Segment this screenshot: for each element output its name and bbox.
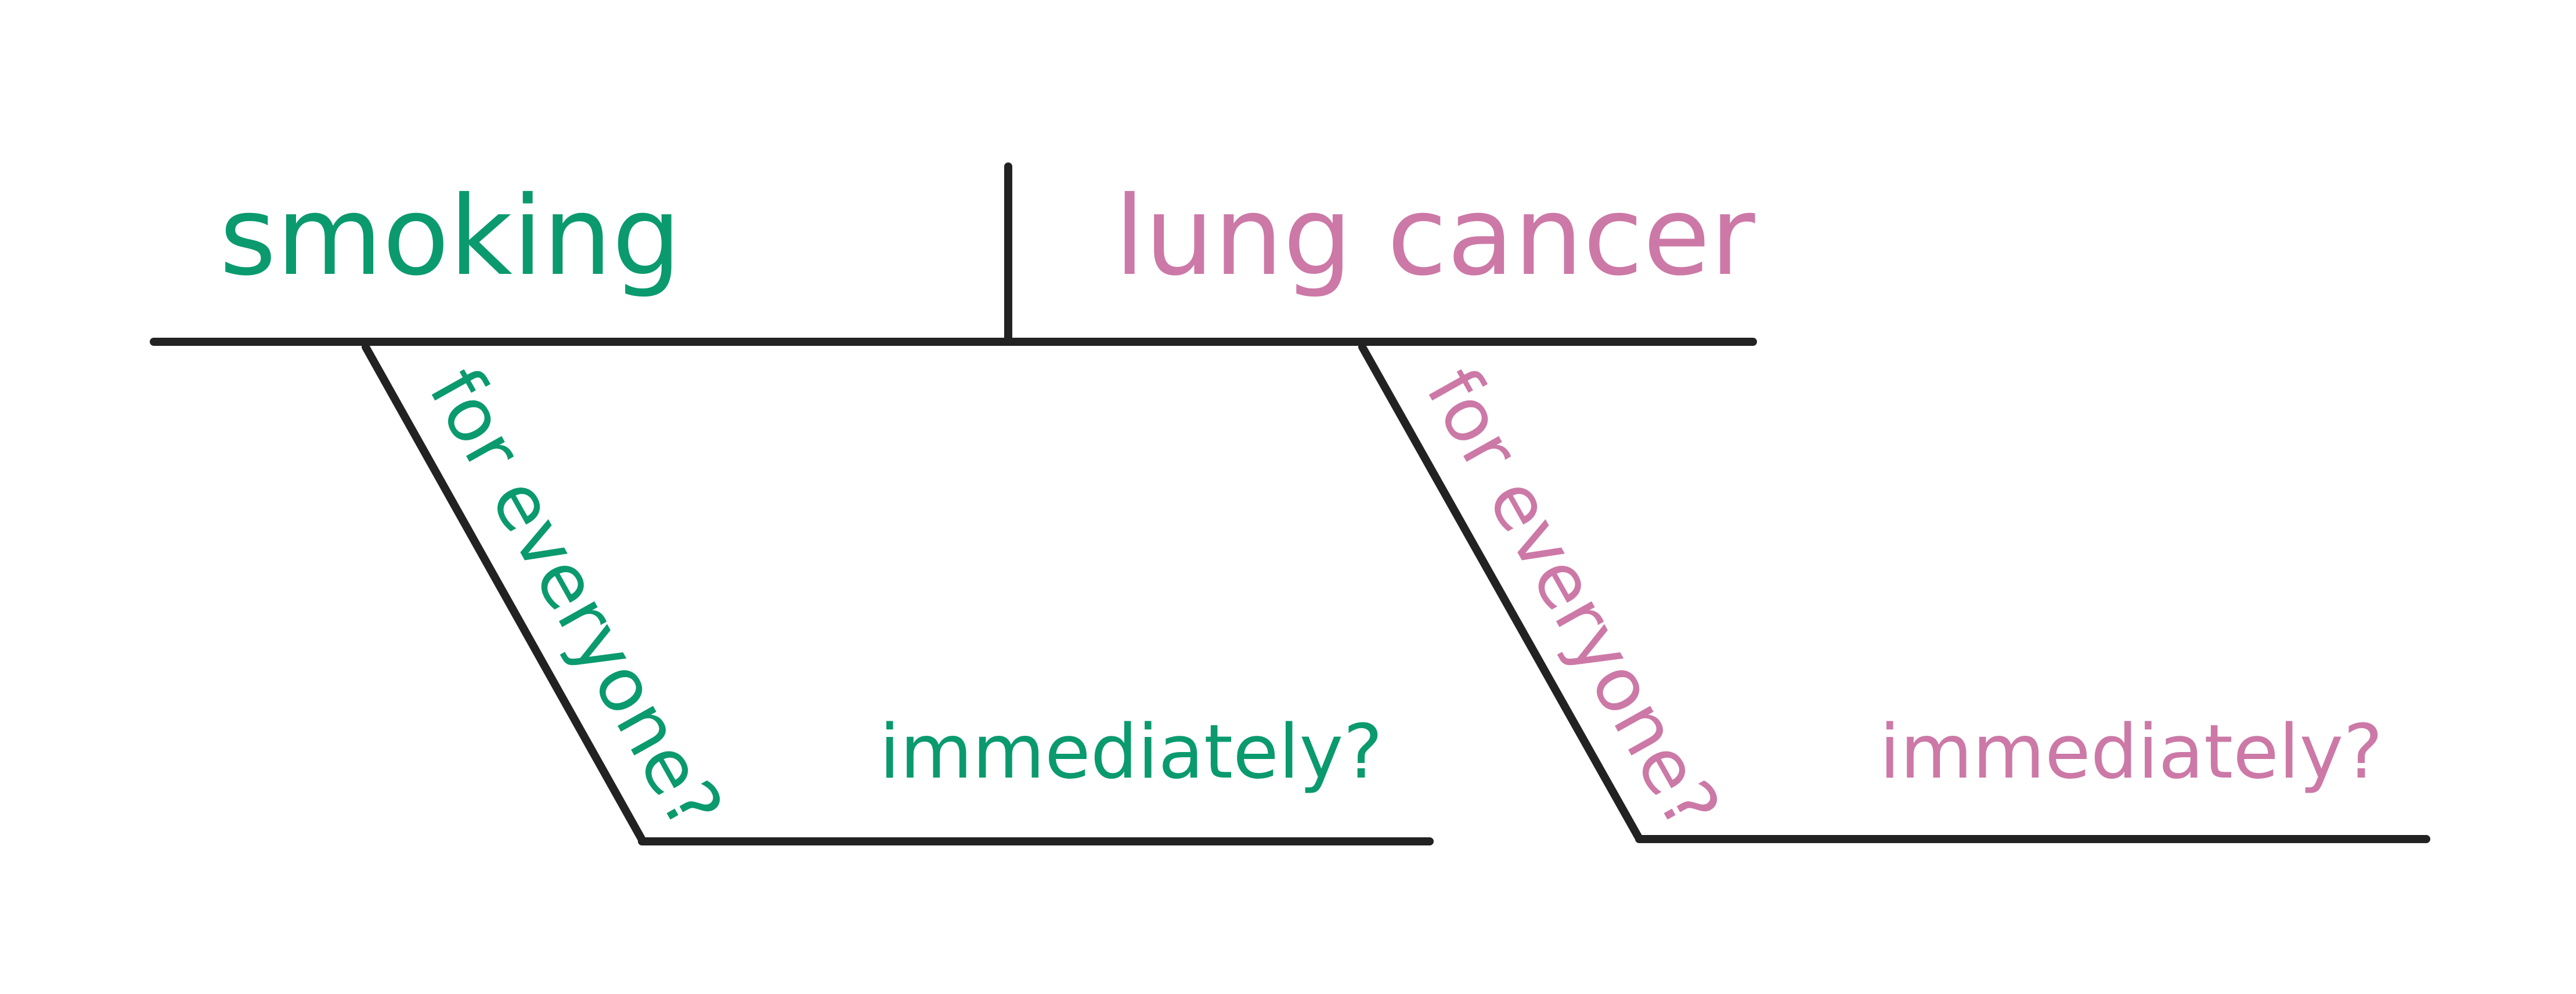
subject-qualifier-label: immediately? bbox=[879, 709, 1383, 796]
predicate-word: lung cancer bbox=[1114, 173, 1755, 300]
predicate-modifier-slant bbox=[1358, 343, 1643, 843]
subject-modifier-slant bbox=[362, 343, 646, 844]
predicate-modifier-label: for everyone? bbox=[1409, 354, 1736, 844]
subject-modifier-label: for everyone? bbox=[412, 354, 739, 844]
subject-word: smoking bbox=[219, 173, 681, 300]
predicate-qualifier-label: immediately? bbox=[1879, 709, 2383, 796]
